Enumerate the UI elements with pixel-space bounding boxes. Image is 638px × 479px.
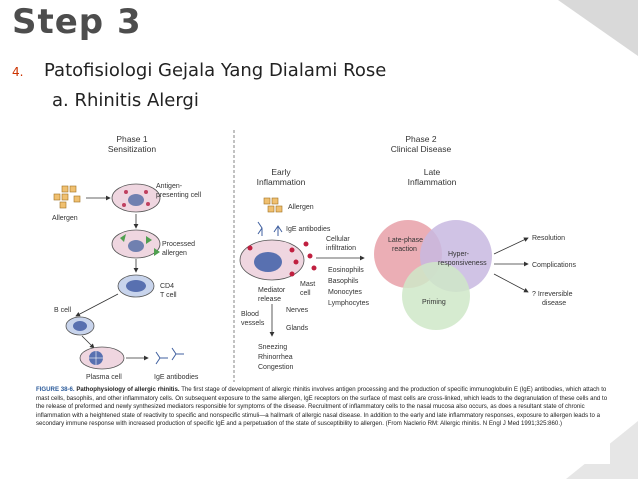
plasma-cell-label: Plasma cell (86, 374, 122, 381)
irreversible-label-2: disease (542, 300, 566, 307)
phase1-subtitle: Sensitization (108, 144, 156, 154)
list-item-number: 4. (12, 65, 24, 79)
hyper-label-1: Hyper- (448, 251, 470, 258)
cellular-infiltration-label-1: Cellular (326, 236, 350, 243)
hyper-label-2: responsiveness (438, 260, 487, 267)
mast-label-2: cell (300, 290, 311, 297)
pathophysiology-figure: Phase 1 Sensitization Phase 2 Clinical D… (36, 128, 610, 464)
processed-label-1: Processed (162, 241, 195, 248)
early-subtitle: Inflammation (257, 177, 306, 187)
plasma-cell-icon (79, 346, 125, 370)
ige-antibody-icon (257, 221, 283, 236)
allergen-icon (263, 197, 283, 213)
monocytes-label: Monocytes (328, 289, 362, 296)
slide-title: Step 3 (12, 2, 142, 42)
late-subtitle: Inflammation (408, 177, 457, 187)
allergen-label-2: Allergen (288, 204, 314, 211)
figure-diagram: Phase 1 Sensitization Phase 2 Clinical D… (52, 130, 576, 382)
sneezing-label: Sneezing (258, 344, 287, 351)
phase2-title: Phase 2 (405, 134, 436, 144)
blood-vessels-label-2: vessels (241, 320, 265, 327)
basophils-label: Basophils (328, 278, 359, 285)
b-cell-label: B cell (54, 307, 72, 314)
late-phase-label-1: Late-phase (388, 237, 423, 244)
list-item: 4. Patofisiologi Gejala Yang Dialami Rose (12, 60, 386, 81)
glands-label: Glands (286, 325, 309, 332)
processed-label-2: allergen (162, 250, 187, 257)
priming-circle (402, 262, 470, 330)
eosinophils-label: Eosinophils (328, 267, 364, 274)
apc-label-1: Antigen- (156, 183, 183, 190)
cd4-t-cell-icon (117, 274, 155, 298)
mediator-label-2: release (258, 296, 281, 303)
complications-label: Complications (532, 262, 576, 269)
apc-cell-icon (111, 183, 161, 213)
irreversible-label-1: ? Irreversible (532, 291, 573, 298)
caption-source: (From Naclerio RM: Allergic rhinitis. N … (385, 420, 563, 427)
resolution-label: Resolution (532, 235, 565, 242)
caption-figure-number: FIGURE 38-6. (36, 386, 75, 393)
processed-allergen-cell-icon (111, 229, 161, 259)
mediator-label-1: Mediator (258, 287, 286, 294)
congestion-label: Congestion (258, 364, 294, 371)
ige-antibody-icon (155, 347, 184, 365)
nerves-label: Nerves (286, 307, 309, 314)
ige-antibodies-label-2: IgE antibodies (286, 226, 331, 233)
sub-item-label: a. Rhinitis Alergi (52, 90, 199, 111)
mast-label-1: Mast (300, 281, 315, 288)
cellular-infiltration-label-2: infiltration (326, 245, 356, 252)
phase2-subtitle: Clinical Disease (391, 144, 452, 154)
cd4-label-1: CD4 (160, 283, 174, 290)
phase1-title: Phase 1 (116, 134, 147, 144)
late-phase-label-2: reaction (392, 246, 417, 253)
mast-cell-icon (239, 239, 317, 281)
apc-label-2: presenting cell (156, 192, 202, 199)
lymphocytes-label: Lymphocytes (328, 300, 369, 307)
corner-decoration-top (558, 0, 638, 56)
ige-antibodies-label-1: IgE antibodies (154, 374, 199, 381)
caption-title: Pathophysiology of allergic rhinitis. (76, 386, 180, 393)
list-item-label: Patofisiologi Gejala Yang Dialami Rose (44, 60, 387, 81)
blood-vessels-label-1: Blood (241, 311, 259, 318)
b-cell-icon (65, 316, 95, 336)
early-title: Early (271, 167, 291, 177)
allergen-icon (53, 185, 81, 209)
rhinorrhea-label: Rhinorrhea (258, 354, 293, 361)
caption-body: The first stage of development of allerg… (36, 386, 608, 427)
cd4-label-2: T cell (160, 292, 177, 299)
figure-caption: FIGURE 38-6. Pathophysiology of allergic… (36, 386, 610, 429)
allergen-label: Allergen (52, 215, 78, 222)
late-title: Late (424, 167, 441, 177)
priming-label: Priming (422, 299, 446, 306)
